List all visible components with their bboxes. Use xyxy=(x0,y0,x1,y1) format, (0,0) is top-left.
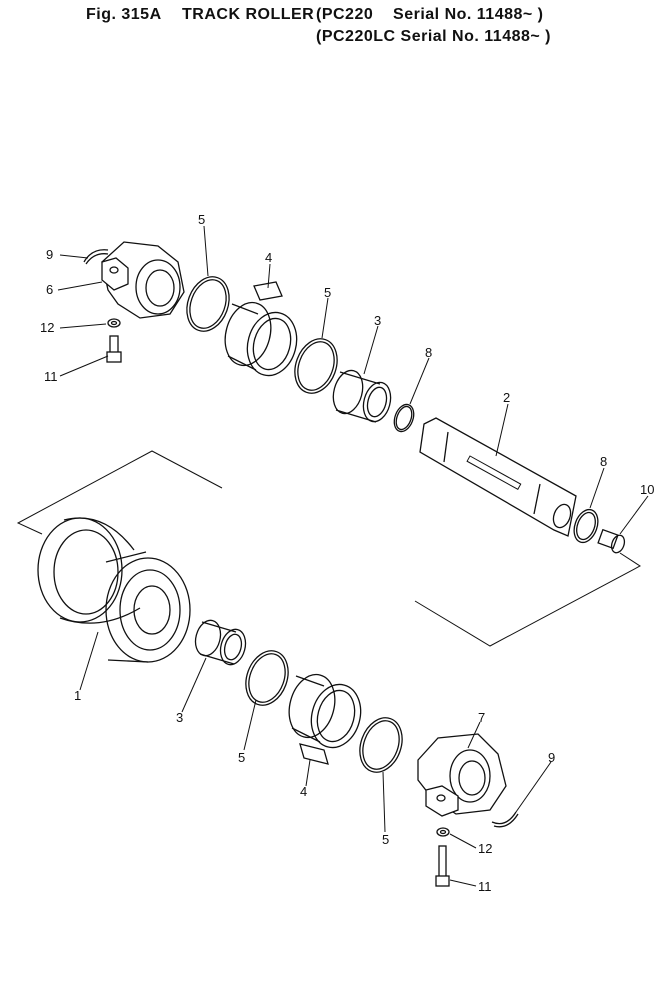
part-11-bolt-upper xyxy=(106,335,122,363)
callout-4-upper: 4 xyxy=(265,250,272,265)
leader-lines xyxy=(57,225,649,887)
part-10-plug xyxy=(597,528,626,554)
callout-6: 6 xyxy=(46,282,53,297)
part-9-clip-lower xyxy=(491,811,519,828)
serial-line-1: (PC220 Serial No. 11488~ ) xyxy=(316,6,544,23)
part-5-o-ring-c xyxy=(245,650,289,706)
callout-5-d: 5 xyxy=(382,832,389,847)
figure-number: Fig. 315A xyxy=(86,6,162,23)
part-7-collar-lower xyxy=(417,733,507,817)
part-12-washer-lower xyxy=(436,827,450,837)
assembly-outline xyxy=(16,450,641,647)
callout-9-lower: 9 xyxy=(548,750,555,765)
callout-7: 7 xyxy=(478,710,485,725)
part-5-o-ring-b xyxy=(294,338,338,394)
callout-labels: 9 6 12 11 5 4 5 3 8 2 8 10 1 3 5 4 5 7 9… xyxy=(40,212,654,894)
part-3-bushing-lower xyxy=(194,619,247,666)
callout-9-upper: 9 xyxy=(46,247,53,262)
callout-5-a: 5 xyxy=(198,212,205,227)
callout-5-b: 5 xyxy=(324,285,331,300)
callout-8-lower: 8 xyxy=(600,454,607,469)
part-9-clip-upper xyxy=(83,249,109,265)
part-8-o-ring-upper xyxy=(393,403,415,433)
callout-11-lower: 11 xyxy=(478,879,492,894)
callout-11-upper: 11 xyxy=(44,369,58,384)
part-5-o-ring-a xyxy=(186,276,230,332)
callout-4-lower: 4 xyxy=(300,784,307,799)
part-4-floating-seal-lower xyxy=(288,673,362,765)
callout-12-lower: 12 xyxy=(478,841,492,856)
callout-1: 1 xyxy=(74,688,81,703)
serial-line-2: (PC220LC Serial No. 11488~ ) xyxy=(316,28,551,45)
part-2-shaft xyxy=(419,417,577,537)
callout-8-upper: 8 xyxy=(425,345,432,360)
part-8-o-ring-lower xyxy=(573,508,599,544)
figure-title: TRACK ROLLER xyxy=(182,6,315,23)
callout-2: 2 xyxy=(503,390,510,405)
part-12-washer-upper xyxy=(107,318,121,328)
callout-3-lower: 3 xyxy=(176,710,183,725)
callout-12-upper: 12 xyxy=(40,320,54,335)
part-6-collar-upper xyxy=(101,241,185,319)
part-3-bushing-upper xyxy=(332,369,392,423)
callout-5-c: 5 xyxy=(238,750,245,765)
part-11-bolt-lower xyxy=(435,845,450,887)
part-1-roller xyxy=(37,517,191,663)
part-4-floating-seal-upper xyxy=(224,281,298,377)
part-5-o-ring-d xyxy=(359,717,403,773)
callout-3-upper: 3 xyxy=(374,313,381,328)
callout-10: 10 xyxy=(640,482,654,497)
